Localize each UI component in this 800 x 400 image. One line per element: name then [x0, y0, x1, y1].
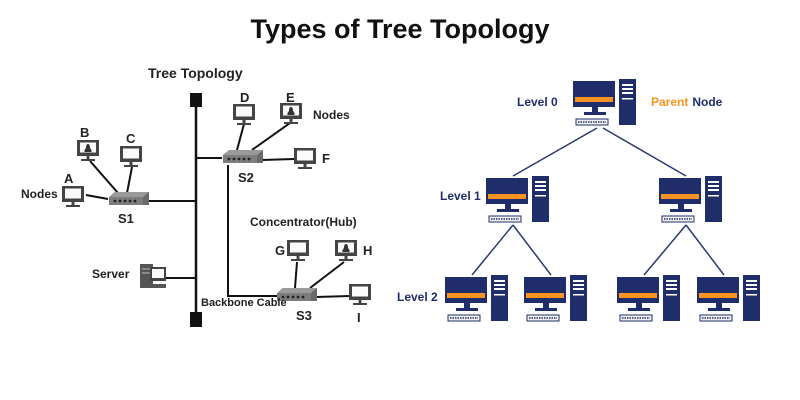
level2-label: Level 2	[397, 290, 438, 304]
server: Server	[92, 264, 166, 288]
computer-h: H	[335, 240, 372, 261]
computer-g: G	[275, 240, 309, 261]
computer-e: E	[280, 90, 302, 124]
level2-workstation-3	[616, 274, 681, 322]
node-word: Node	[692, 95, 722, 109]
level2-workstation-2	[523, 274, 588, 322]
hub-s3: S3	[277, 288, 317, 323]
parent-node-label: Parent Node	[651, 95, 723, 109]
network-cables	[85, 122, 351, 298]
backbone-cable-label: Backbone Cable	[201, 297, 287, 309]
computer-c-label: C	[126, 131, 136, 146]
hub-s1: S1	[109, 192, 149, 226]
server-label: Server	[92, 267, 130, 281]
backbone-cable	[190, 93, 202, 327]
level1-workstation-right	[658, 175, 723, 223]
level2-workstation-4	[696, 274, 761, 322]
computer-f-label: F	[322, 151, 330, 166]
computer-i: I	[349, 284, 371, 325]
level0-label: Level 0	[517, 95, 558, 109]
nodes-label-right: Nodes	[313, 108, 350, 122]
hub-s3-label: S3	[296, 308, 312, 323]
computer-c: C	[120, 131, 142, 167]
computer-d-label: D	[240, 90, 249, 105]
level2-workstation-1	[444, 274, 509, 322]
computer-i-label: I	[357, 310, 361, 325]
level0-parent-workstation	[572, 78, 637, 126]
computer-g-label: G	[275, 243, 285, 258]
computer-e-label: E	[286, 90, 295, 105]
computer-f: F	[294, 148, 330, 169]
computer-a-label: A	[64, 171, 74, 186]
page-title: Types of Tree Topology	[250, 14, 550, 44]
level1-label: Level 1	[440, 189, 481, 203]
concentrator-hub-label: Concentrator(Hub)	[250, 215, 357, 229]
hub-s2: S2	[223, 150, 263, 185]
computer-a: A	[62, 171, 84, 207]
level1-workstation-left	[485, 175, 550, 223]
computer-b-label: B	[80, 125, 89, 140]
computer-h-label: H	[363, 243, 372, 258]
parent-word: Parent	[651, 95, 688, 109]
hub-s1-label: S1	[118, 211, 134, 226]
tree-topology-title: Tree Topology	[148, 65, 243, 81]
hierarchy-lines	[471, 127, 725, 276]
computer-d: D	[233, 90, 255, 125]
computer-b: B	[77, 125, 99, 161]
nodes-label-left: Nodes	[21, 187, 58, 201]
hub-s2-label: S2	[238, 170, 254, 185]
